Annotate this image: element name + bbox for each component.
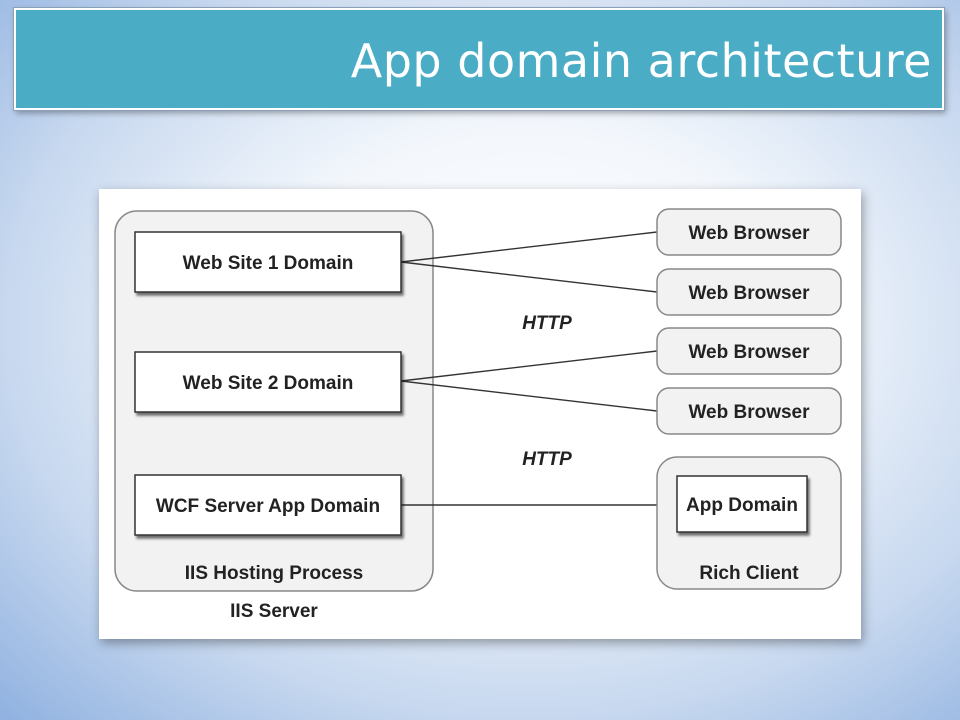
wcf-server-domain-box	[134, 474, 402, 536]
http-label: HTTP	[522, 313, 572, 334]
http-label: HTTP	[522, 449, 572, 470]
connection-line	[400, 261, 658, 293]
page-title: App domain architecture	[350, 34, 932, 88]
domain-label: Web Site 2 Domain	[183, 373, 354, 394]
web-browser-box	[656, 387, 842, 435]
connection-line	[400, 231, 658, 263]
web-site-2-domain-box	[134, 351, 402, 413]
web-browser-box	[656, 208, 842, 256]
browser-label: Web Browser	[688, 223, 810, 244]
client-domain-label: App Domain	[686, 495, 798, 516]
web-browser-box	[656, 268, 842, 316]
server-label: IIS Server	[230, 601, 318, 622]
browser-label: Web Browser	[688, 342, 810, 363]
browser-label: Web Browser	[688, 283, 810, 304]
title-bar: App domain architecture	[14, 8, 944, 110]
domain-label: Web Site 1 Domain	[183, 253, 354, 274]
diagram-panel: Web Site 1 Domain Web Site 2 Domain WCF …	[99, 189, 861, 639]
connection-line	[400, 350, 658, 382]
connection-line	[400, 380, 658, 412]
web-browser-box	[656, 327, 842, 375]
hosting-process-label: IIS Hosting Process	[185, 563, 363, 584]
web-site-1-domain-box	[134, 231, 402, 293]
rich-client-label: Rich Client	[699, 563, 799, 584]
architecture-diagram: Web Site 1 Domain Web Site 2 Domain WCF …	[114, 208, 842, 622]
connection-lines	[400, 231, 677, 506]
domain-label: WCF Server App Domain	[156, 496, 380, 517]
client-app-domain-box	[676, 475, 808, 533]
browser-label: Web Browser	[688, 402, 810, 423]
